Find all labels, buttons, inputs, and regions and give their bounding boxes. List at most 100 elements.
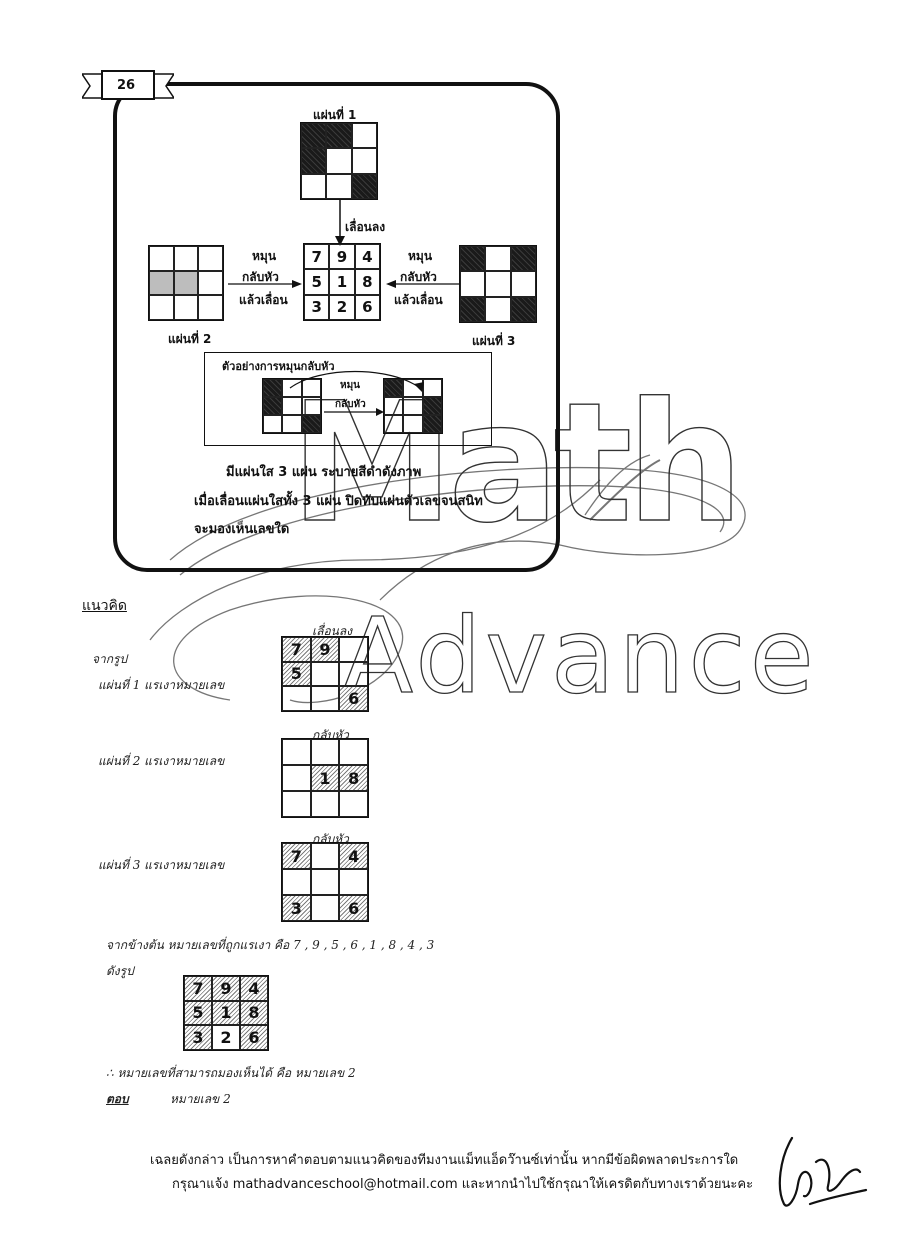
number-cell: 3 bbox=[304, 294, 330, 320]
grid-cell bbox=[339, 739, 368, 765]
grid-cell bbox=[310, 843, 340, 869]
grid-cell bbox=[351, 173, 377, 199]
grid-cell bbox=[282, 379, 302, 397]
sheet3-label: แผ่นที่ 3 bbox=[472, 334, 516, 348]
grid-cell bbox=[282, 791, 311, 817]
solution-from-figure: จากรูป bbox=[92, 652, 128, 666]
grid-cell bbox=[510, 296, 536, 322]
problem-text-line1: มีแผ่นใส 3 แผ่น ระบายสีดำดังภาพ bbox=[226, 465, 422, 480]
grid-cell bbox=[282, 869, 311, 895]
answer-label: ตอบ bbox=[106, 1092, 129, 1106]
grid-cell bbox=[301, 397, 321, 415]
answer-value: หมายเลข 2 bbox=[170, 1092, 231, 1106]
grid-cell bbox=[310, 661, 340, 687]
solution-therefore: ∴ หมายเลขที่สามารถมองเห็นได้ คือ หมายเลข… bbox=[106, 1066, 356, 1080]
grid-cell bbox=[326, 148, 352, 174]
solution-grid-2: 1 8 bbox=[281, 738, 369, 818]
grid-cell bbox=[149, 270, 174, 296]
grid-cell bbox=[282, 739, 311, 765]
grid-cell bbox=[422, 415, 442, 433]
example-grid-after bbox=[383, 378, 443, 434]
number-cell: 4 bbox=[354, 244, 380, 270]
grid-cell bbox=[510, 246, 536, 272]
watermark-word-advance: Advance bbox=[342, 595, 818, 717]
grid-cell bbox=[310, 686, 340, 711]
grid-cell bbox=[301, 148, 327, 174]
grid-cell: 6 bbox=[339, 895, 368, 921]
grid-cell bbox=[460, 271, 486, 297]
grid-cell bbox=[403, 397, 423, 415]
solution-move-down-label: เลื่อนลง bbox=[312, 624, 353, 638]
example-arrow-label-2: กลับหัว bbox=[335, 399, 366, 410]
grid-cell: 5 bbox=[282, 661, 311, 687]
grid-cell bbox=[301, 173, 327, 199]
down-arrow bbox=[335, 200, 345, 246]
example-rotate-arrow bbox=[289, 370, 424, 416]
grid-cell bbox=[422, 379, 442, 397]
grid-cell bbox=[310, 869, 340, 895]
grid-cell: 4 bbox=[339, 843, 368, 869]
right-arrow-label-3: แล้วเลื่อน bbox=[394, 293, 443, 307]
grid-cell: 1 bbox=[212, 1000, 240, 1026]
grid-cell bbox=[339, 661, 368, 687]
solution-grid-3: 7 4 3 6 bbox=[281, 842, 369, 922]
problem-text-line2: เมื่อเลื่อนแผ่นใสทั้ง 3 แผ่น ปิดทับแผ่นต… bbox=[194, 494, 483, 509]
grid-cell bbox=[263, 415, 283, 433]
sheet3-grid bbox=[459, 245, 537, 323]
grid-cell bbox=[310, 791, 340, 817]
example-title: ตัวอย่างการหมุนกลับหัว bbox=[222, 360, 335, 373]
grid-cell bbox=[173, 246, 199, 271]
solution-final-grid: 7 9 4 5 1 8 3 2 6 bbox=[183, 975, 269, 1051]
grid-cell: 7 bbox=[282, 637, 311, 662]
grid-cell: 8 bbox=[240, 1000, 268, 1026]
grid-cell: 8 bbox=[339, 765, 368, 791]
grid-cell bbox=[301, 123, 327, 149]
solution-summary: จากข้างต้น หมายเลขที่ถูกแรเงา คือ 7 , 9 … bbox=[106, 938, 435, 952]
grid-cell bbox=[301, 379, 321, 397]
grid-cell bbox=[198, 246, 223, 271]
grid-cell bbox=[339, 637, 368, 662]
number-cell: 5 bbox=[304, 269, 330, 295]
grid-cell: 1 bbox=[310, 765, 340, 791]
sheet2-label: แผ่นที่ 2 bbox=[168, 332, 212, 346]
grid-cell bbox=[263, 397, 283, 415]
page-number-ribbon bbox=[82, 70, 174, 100]
right-arrow bbox=[228, 280, 302, 288]
grid-cell bbox=[485, 271, 511, 297]
number-cell: 8 bbox=[354, 269, 380, 295]
grid-cell bbox=[485, 296, 511, 322]
grid-cell: 7 bbox=[282, 843, 311, 869]
grid-cell: 6 bbox=[240, 1025, 268, 1050]
left-arrow-label-1: หมุน bbox=[252, 249, 277, 263]
solution-as-figure: ดังรูป bbox=[106, 964, 134, 978]
right-arrow-label-1: หมุน bbox=[408, 249, 433, 263]
sheet1-label: แผ่นที่ 1 bbox=[313, 108, 357, 122]
example-arrow-label-1: หมุน bbox=[340, 380, 361, 391]
grid-cell bbox=[282, 397, 302, 415]
number-cell: 9 bbox=[329, 244, 355, 270]
grid-cell bbox=[282, 415, 302, 433]
grid-cell bbox=[198, 295, 223, 320]
left-arrow-label-3: แล้วเลื่อน bbox=[239, 293, 288, 307]
grid-cell: 4 bbox=[240, 976, 268, 1001]
solution-sheet3-text: แผ่นที่ 3 แรเงาหมายเลข bbox=[98, 858, 225, 872]
grid-cell bbox=[351, 123, 377, 149]
number-cell: 6 bbox=[354, 294, 380, 320]
number-grid: 7 9 4 5 1 8 3 2 6 bbox=[303, 243, 381, 321]
grid-cell bbox=[310, 895, 340, 921]
solution-sheet2-text: แผ่นที่ 2 แรเงาหมายเลข bbox=[98, 754, 225, 768]
grid-cell: 5 bbox=[184, 1000, 212, 1026]
grid-cell bbox=[384, 397, 404, 415]
grid-cell bbox=[510, 271, 536, 297]
grid-cell bbox=[282, 765, 311, 791]
problem-text-line3: จะมองเห็นเลขใด bbox=[194, 522, 290, 537]
number-cell: 7 bbox=[304, 244, 330, 270]
left-arrow bbox=[386, 280, 460, 288]
grid-cell: 9 bbox=[212, 976, 240, 1001]
grid-cell bbox=[384, 415, 404, 433]
example-grid-before bbox=[262, 378, 322, 434]
grid-cell: 9 bbox=[310, 637, 340, 662]
grid-cell bbox=[403, 415, 423, 433]
grid-cell: 7 bbox=[184, 976, 212, 1001]
